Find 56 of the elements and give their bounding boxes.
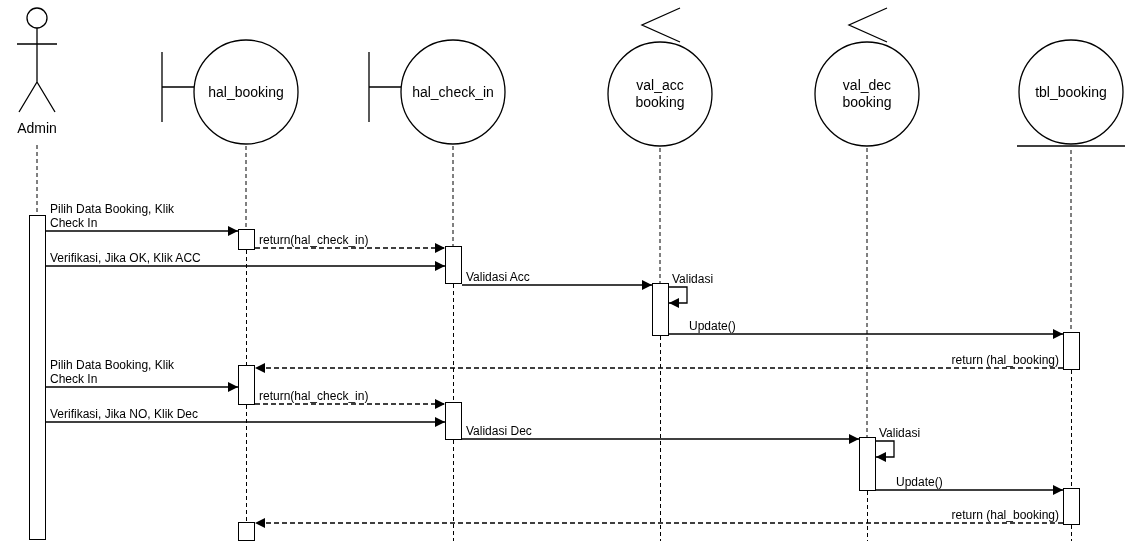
- message-arrow: [45, 226, 239, 236]
- self-message-arrow: [668, 286, 688, 308]
- lifeline: [246, 404, 247, 523]
- lifeline: [867, 490, 868, 541]
- activation-bar: [445, 402, 462, 440]
- message-label: return(hal_check_in): [258, 233, 370, 247]
- activation-bar: [29, 215, 46, 540]
- activation-bar: [238, 365, 255, 405]
- message-label: Verifikasi, Jika NO, Klik Dec: [49, 407, 200, 421]
- message-label: Validasi: [878, 426, 922, 440]
- lifeline: [866, 147, 868, 438]
- activation-bar: [445, 246, 462, 284]
- message-arrow: [668, 329, 1064, 339]
- lifeline: [660, 335, 661, 541]
- lifeline: [245, 145, 247, 230]
- lifeline: [1071, 524, 1072, 541]
- message-label: Verifikasi, Jika OK, Klik ACC: [49, 251, 202, 265]
- node-label: val_acc booking: [634, 77, 686, 111]
- lifeline: [453, 439, 454, 541]
- activation-bar: [238, 229, 255, 250]
- node-label: hal_check_in: [412, 83, 494, 101]
- message-arrow: [461, 434, 860, 444]
- message-label: Update(): [895, 475, 944, 489]
- return-arrow: [254, 363, 1064, 373]
- lifeline: [453, 283, 454, 403]
- node-label: val_dec booking: [841, 77, 893, 111]
- message-arrow: [461, 280, 653, 290]
- message-label: Validasi Acc: [465, 270, 531, 284]
- return-arrow: [254, 243, 446, 253]
- message-label: Validasi Dec: [465, 424, 533, 438]
- lifeline: [1071, 369, 1072, 489]
- message-arrow: [45, 382, 239, 392]
- message-label: Pilih Data Booking, Klik Check In: [49, 202, 176, 230]
- lifeline: [246, 249, 247, 366]
- message-label: return (hal_booking): [950, 353, 1060, 367]
- activation-bar: [1063, 332, 1080, 370]
- message-label: return (hal_booking): [950, 508, 1060, 522]
- node-label: Admin: [17, 119, 57, 137]
- message-label: Validasi: [671, 272, 715, 286]
- message-arrow: [875, 485, 1064, 495]
- message-arrow: [45, 261, 446, 271]
- message-label: return(hal_check_in): [258, 389, 370, 403]
- message-label: Pilih Data Booking, Klik Check In: [49, 358, 176, 386]
- self-message-arrow: [875, 440, 895, 462]
- lifeline: [452, 145, 454, 247]
- return-arrow: [254, 399, 446, 409]
- return-arrow: [254, 518, 1064, 528]
- activation-bar: [1063, 488, 1080, 525]
- node-label: tbl_booking: [1035, 83, 1107, 101]
- lifeline: [659, 147, 661, 284]
- message-arrow: [45, 417, 446, 427]
- activation-bar: [652, 283, 669, 336]
- activation-bar: [859, 437, 876, 491]
- activation-bar: [238, 522, 255, 541]
- message-label: Update(): [688, 319, 737, 333]
- node-label: hal_booking: [208, 83, 284, 101]
